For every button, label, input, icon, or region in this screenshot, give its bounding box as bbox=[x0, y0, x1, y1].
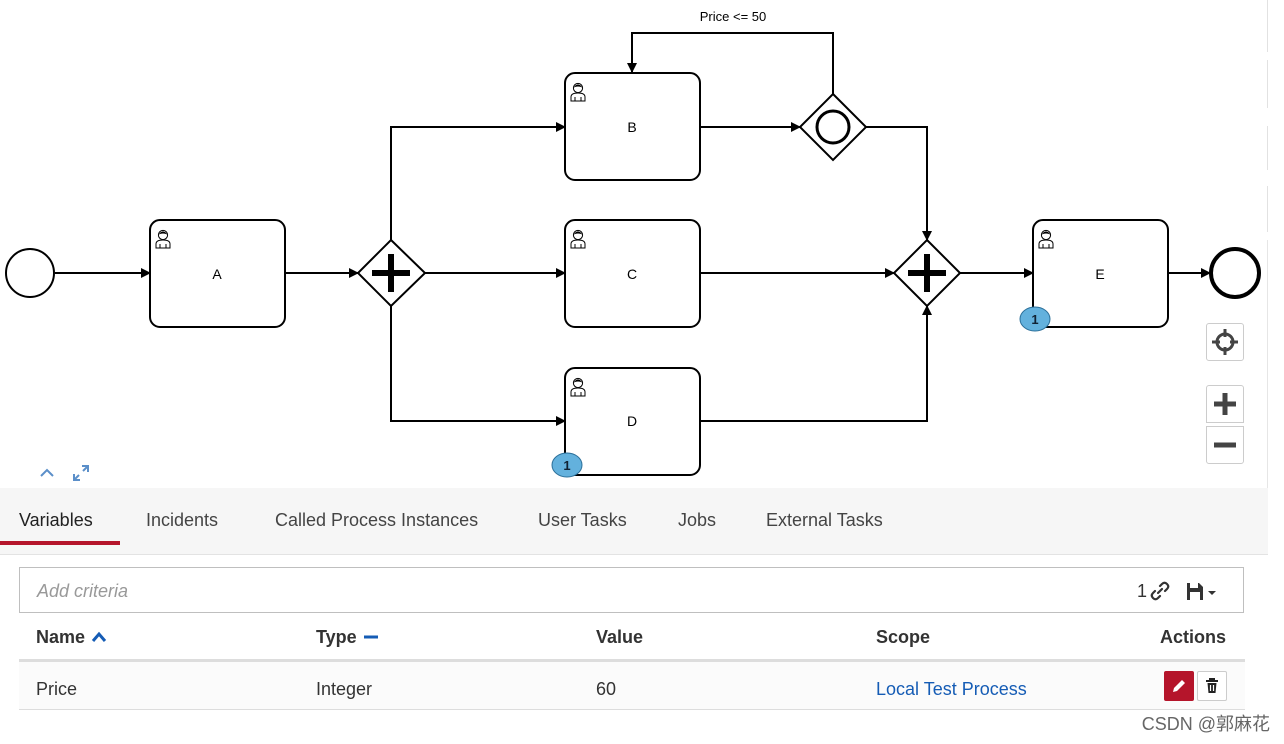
side-panel-tab[interactable] bbox=[1267, 60, 1284, 108]
header-divider bbox=[19, 659, 1245, 662]
cell-value: 60 bbox=[596, 679, 617, 699]
flow-xor-b-loop[interactable] bbox=[627, 32, 834, 94]
tab-jobs[interactable]: Jobs bbox=[678, 510, 717, 530]
search-result-count: 1 bbox=[1136, 581, 1147, 601]
task-b[interactable]: B bbox=[564, 72, 701, 181]
exclusive-gateway[interactable] bbox=[798, 92, 868, 162]
cell-name: Price bbox=[36, 679, 78, 699]
column-name-label: Name bbox=[36, 627, 86, 647]
column-type[interactable]: Type bbox=[316, 627, 380, 648]
parallel-gateway-split[interactable] bbox=[356, 238, 427, 308]
cell-type: Integer bbox=[316, 679, 373, 699]
crosshair-icon bbox=[1212, 329, 1238, 355]
active-tab-indicator bbox=[0, 541, 120, 545]
variables-panel: Add criteria 1 Name Type bbox=[0, 555, 1268, 744]
search-input[interactable]: Add criteria 1 bbox=[19, 567, 1244, 613]
task-e[interactable]: E bbox=[1032, 219, 1169, 328]
sort-none-icon bbox=[363, 635, 378, 639]
delete-button[interactable] bbox=[1197, 671, 1227, 701]
watermark: CSDN @郭麻花 bbox=[1141, 714, 1270, 734]
sort-ascending-icon bbox=[91, 631, 107, 642]
tab-variables[interactable]: Variables bbox=[19, 510, 93, 530]
task-a-label: A bbox=[212, 266, 222, 282]
minus-icon bbox=[1214, 442, 1236, 448]
side-panel-tab[interactable] bbox=[1267, 186, 1284, 232]
column-name[interactable]: Name bbox=[36, 627, 108, 648]
condition-label: Price <= 50 bbox=[700, 9, 767, 24]
side-panel-tab[interactable] bbox=[1267, 126, 1284, 170]
side-panel-edge bbox=[1267, 240, 1284, 744]
task-d-label: D bbox=[627, 413, 637, 429]
zoom-in-button[interactable] bbox=[1206, 385, 1244, 423]
table-row bbox=[19, 662, 1245, 710]
link-icon bbox=[1150, 581, 1170, 601]
column-scope: Scope bbox=[876, 627, 931, 647]
task-c[interactable]: C bbox=[564, 219, 701, 328]
column-value: Value bbox=[596, 627, 644, 647]
tab-user-tasks[interactable]: User Tasks bbox=[538, 510, 627, 530]
token-count: 1 bbox=[1031, 312, 1038, 327]
parallel-gateway-join[interactable] bbox=[892, 238, 962, 308]
tab-bar: Variables Incidents Called Process Insta… bbox=[0, 488, 1268, 555]
search-placeholder: Add criteria bbox=[37, 581, 129, 601]
floppy-disk-icon bbox=[1187, 583, 1216, 600]
task-d[interactable]: D bbox=[564, 367, 701, 476]
caret-down-icon bbox=[1208, 591, 1216, 595]
reset-zoom-button[interactable] bbox=[1206, 323, 1244, 361]
token-badge-d[interactable]: 1 bbox=[551, 452, 583, 478]
link-button[interactable] bbox=[1149, 580, 1171, 602]
edit-button[interactable] bbox=[1164, 671, 1194, 701]
column-type-label: Type bbox=[316, 627, 357, 647]
pencil-icon bbox=[1173, 680, 1185, 692]
zoom-out-button[interactable] bbox=[1206, 426, 1244, 464]
diagram-canvas[interactable]: Price <= 50 A B C D E bbox=[0, 0, 1268, 488]
column-actions: Actions bbox=[1160, 627, 1227, 647]
token-badge-e[interactable]: 1 bbox=[1019, 306, 1051, 332]
save-search-button[interactable] bbox=[1185, 581, 1225, 603]
token-count: 1 bbox=[563, 458, 570, 473]
flow-split-b[interactable] bbox=[390, 122, 566, 240]
task-c-label: C bbox=[627, 266, 637, 282]
tab-external-tasks[interactable]: External Tasks bbox=[766, 510, 883, 530]
flow-d-join[interactable] bbox=[700, 305, 932, 422]
fullscreen-button[interactable] bbox=[68, 460, 94, 486]
plus-icon bbox=[908, 254, 946, 292]
task-e-label: E bbox=[1095, 266, 1104, 282]
flow-split-d[interactable] bbox=[390, 306, 566, 426]
trash-icon bbox=[1206, 678, 1218, 693]
end-event[interactable] bbox=[1209, 247, 1261, 299]
plus-icon bbox=[372, 254, 410, 292]
collapse-button[interactable] bbox=[34, 460, 60, 486]
cell-scope-link[interactable]: Local Test Process bbox=[876, 679, 1027, 699]
task-a[interactable]: A bbox=[149, 219, 286, 328]
task-b-label: B bbox=[627, 119, 636, 135]
tab-incidents[interactable]: Incidents bbox=[146, 510, 219, 530]
flow-xor-join[interactable] bbox=[866, 126, 932, 241]
event-based-marker-icon bbox=[815, 109, 851, 145]
plus-icon bbox=[1214, 393, 1236, 415]
tab-called-process-instances[interactable]: Called Process Instances bbox=[275, 510, 479, 530]
chevron-up-icon bbox=[40, 468, 54, 477]
side-panel-tab[interactable] bbox=[1267, 0, 1284, 52]
bpmn-diagram[interactable]: Price <= 50 A B C D E bbox=[0, 0, 1268, 488]
expand-icon bbox=[73, 465, 89, 481]
start-event[interactable] bbox=[5, 248, 55, 298]
